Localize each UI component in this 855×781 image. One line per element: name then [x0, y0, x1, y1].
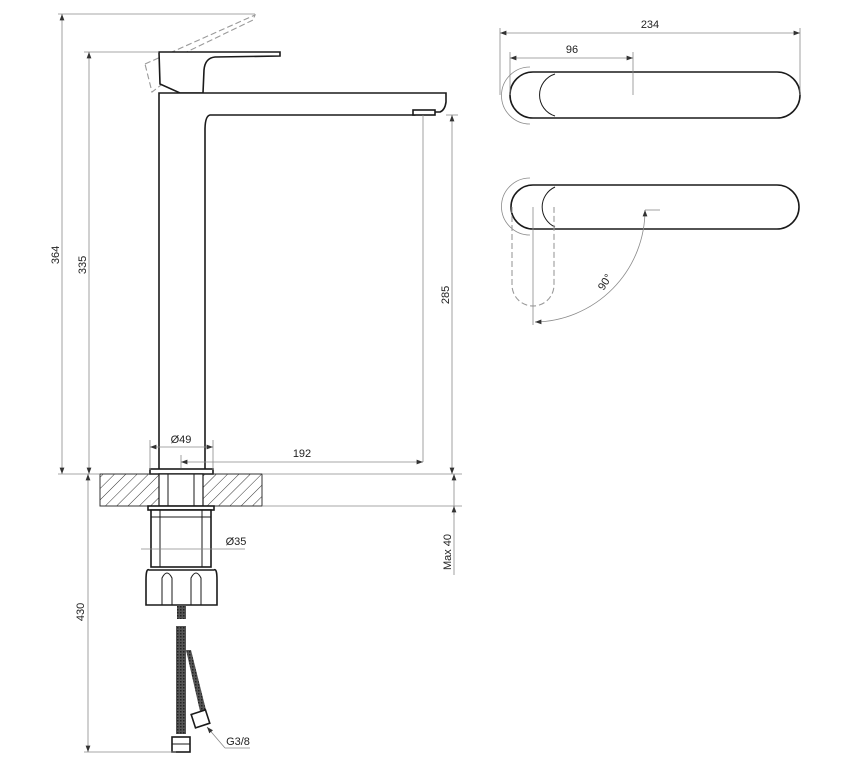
aerator — [412, 109, 436, 116]
shank-sleeve — [150, 509, 212, 568]
base-flange — [149, 468, 214, 475]
handle-top-view — [509, 71, 801, 119]
dim-max-counter-thickness: Max 40 — [442, 534, 454, 570]
dim-handle-length: 96 — [566, 44, 578, 56]
hose-nut-hot — [190, 708, 211, 729]
dim-spout-clearance: 285 — [440, 286, 452, 304]
dim-body-diameter: Ø49 — [171, 434, 192, 446]
dim-overall-height: 364 — [50, 246, 62, 264]
faucet-side-view — [99, 13, 447, 753]
dim-hose-length: 430 — [75, 603, 87, 621]
mounting-hole — [158, 473, 204, 507]
dim-spout-reach: 192 — [293, 448, 311, 460]
dim-shank-diameter: Ø35 — [226, 536, 247, 548]
dim-connection-thread: G3/8 — [226, 736, 250, 748]
dim-overall-length: 234 — [641, 19, 659, 31]
lever-handle — [158, 51, 281, 94]
top-view-closed: 234 96 — [499, 19, 801, 125]
dim-handle-height: 335 — [77, 256, 89, 274]
side-view-dimensions: 364 335 285 Ø49 192 Ø35 Max 40 430 — [50, 13, 462, 753]
top-view-rotated: 90° — [501, 177, 800, 325]
faucet-body — [158, 92, 447, 471]
fixing-nut — [145, 568, 218, 606]
flexible-hoses — [171, 605, 211, 753]
